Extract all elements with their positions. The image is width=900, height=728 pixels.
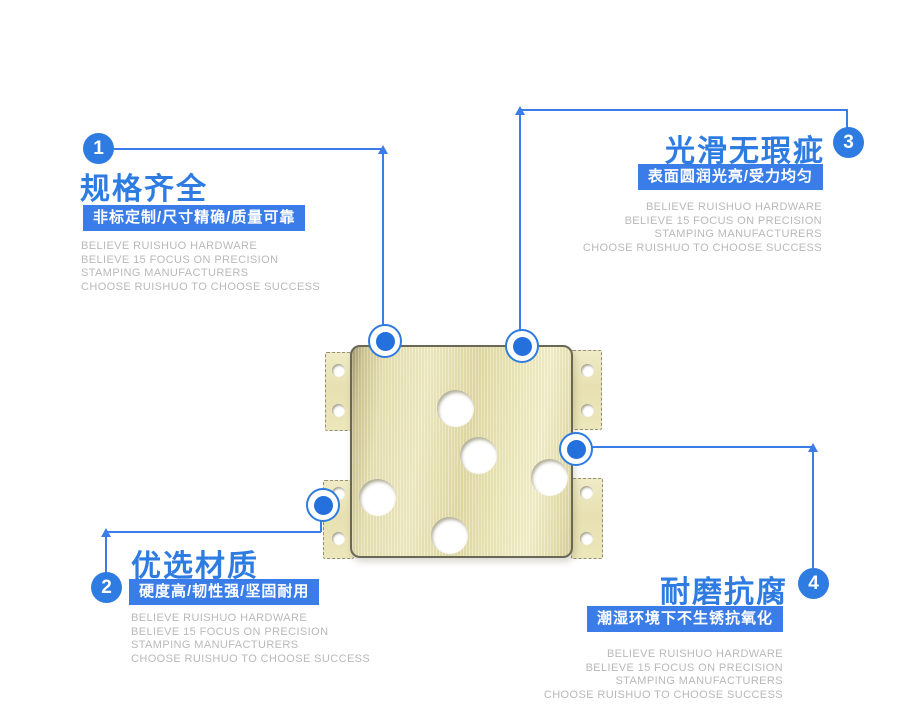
plate-hole bbox=[431, 517, 468, 554]
english-line: BELIEVE RUISHUO HARDWARE bbox=[131, 612, 308, 624]
callout-marker-2 bbox=[306, 488, 340, 522]
connector-line bbox=[846, 111, 848, 128]
english-line: BELIEVE RUISHUO HARDWARE bbox=[81, 240, 258, 252]
feature-3-number-badge: 3 bbox=[833, 127, 864, 158]
plate-hole bbox=[531, 459, 568, 496]
english-line: CHOOSE RUISHUO TO CHOOSE SUCCESS bbox=[543, 689, 783, 702]
feature-1-number-badge: 1 bbox=[83, 133, 114, 164]
callout-marker-1 bbox=[368, 324, 402, 358]
feature-4-tagline: 潮湿环境下不生锈抗氧化 bbox=[586, 606, 783, 632]
connector-line bbox=[812, 448, 814, 568]
connector-line bbox=[320, 517, 322, 532]
english-line: CHOOSE RUISHUO TO CHOOSE SUCCESS bbox=[81, 281, 321, 294]
arrow-up-icon bbox=[101, 528, 111, 537]
feature-1-english-text: BELIEVE RUISHUO HARDWARE BELIEVE 15 FOCU… bbox=[81, 240, 320, 295]
feature-2-number-badge: 2 bbox=[91, 572, 122, 603]
marker-dot-icon bbox=[566, 439, 586, 459]
feature-3-tagline: 表面圆润光亮/受力均匀 bbox=[637, 164, 823, 190]
feature-2-tagline: 硬度高/韧性强/坚固耐用 bbox=[129, 579, 320, 605]
arrow-up-icon bbox=[515, 106, 525, 115]
tab-hole bbox=[581, 364, 594, 377]
arrow-up-icon bbox=[378, 145, 388, 154]
product-tab-top-right bbox=[571, 350, 602, 430]
tab-hole bbox=[580, 532, 593, 545]
connector-line bbox=[105, 533, 107, 573]
product-tab-bottom-right bbox=[571, 478, 603, 559]
english-line: BELIEVE RUISHUO HARDWARE bbox=[606, 648, 783, 660]
connector-line bbox=[521, 109, 848, 111]
feature-2-english-text: BELIEVE RUISHUO HARDWARE BELIEVE 15 FOCU… bbox=[131, 612, 370, 667]
english-line: CHOOSE RUISHUO TO CHOOSE SUCCESS bbox=[582, 242, 822, 255]
feature-3-title: 光滑无瑕疵 bbox=[665, 135, 825, 168]
plate-hole bbox=[437, 390, 474, 427]
feature-4-english-text: BELIEVE RUISHUO HARDWARE BELIEVE 15 FOCU… bbox=[544, 648, 783, 703]
english-line: STAMPING MANUFACTURERS bbox=[615, 675, 783, 688]
english-line: BELIEVE RUISHUO HARDWARE bbox=[645, 201, 822, 213]
feature-1-title: 规格齐全 bbox=[80, 173, 208, 206]
tab-hole bbox=[580, 486, 593, 499]
english-line: BELIEVE 15 FOCUS ON PRECISION bbox=[81, 253, 279, 266]
connector-line bbox=[382, 150, 384, 325]
product-plate bbox=[350, 345, 573, 558]
arrow-up-icon bbox=[808, 443, 818, 452]
plate-hole bbox=[359, 479, 396, 516]
callout-marker-4 bbox=[559, 432, 593, 466]
marker-dot-icon bbox=[512, 336, 532, 356]
marker-dot-icon bbox=[375, 331, 395, 351]
feature-4-number-badge: 4 bbox=[798, 568, 829, 599]
feature-1-tagline: 非标定制/尺寸精确/质量可靠 bbox=[83, 205, 306, 231]
english-line: STAMPING MANUFACTURERS bbox=[81, 267, 249, 280]
connector-line bbox=[105, 531, 321, 533]
english-line: CHOOSE RUISHUO TO CHOOSE SUCCESS bbox=[131, 653, 371, 666]
tab-hole bbox=[332, 364, 345, 377]
english-line: BELIEVE 15 FOCUS ON PRECISION bbox=[131, 625, 329, 638]
tab-hole bbox=[581, 404, 594, 417]
tab-hole bbox=[332, 532, 345, 545]
connector-line bbox=[519, 111, 521, 330]
marker-dot-icon bbox=[313, 495, 333, 515]
feature-4-title: 耐磨抗腐 bbox=[660, 576, 788, 609]
tab-hole bbox=[332, 404, 345, 417]
feature-3-english-text: BELIEVE RUISHUO HARDWARE BELIEVE 15 FOCU… bbox=[583, 201, 822, 256]
english-line: BELIEVE 15 FOCUS ON PRECISION bbox=[624, 214, 822, 227]
english-line: STAMPING MANUFACTURERS bbox=[654, 228, 822, 241]
connector-line bbox=[589, 446, 814, 448]
plate-hole bbox=[460, 437, 497, 474]
callout-marker-3 bbox=[505, 329, 539, 363]
english-line: BELIEVE 15 FOCUS ON PRECISION bbox=[585, 661, 783, 674]
english-line: STAMPING MANUFACTURERS bbox=[131, 639, 299, 652]
connector-line bbox=[113, 148, 384, 150]
feature-2-title: 优选材质 bbox=[131, 550, 259, 583]
product-tab-top-left bbox=[325, 352, 354, 431]
